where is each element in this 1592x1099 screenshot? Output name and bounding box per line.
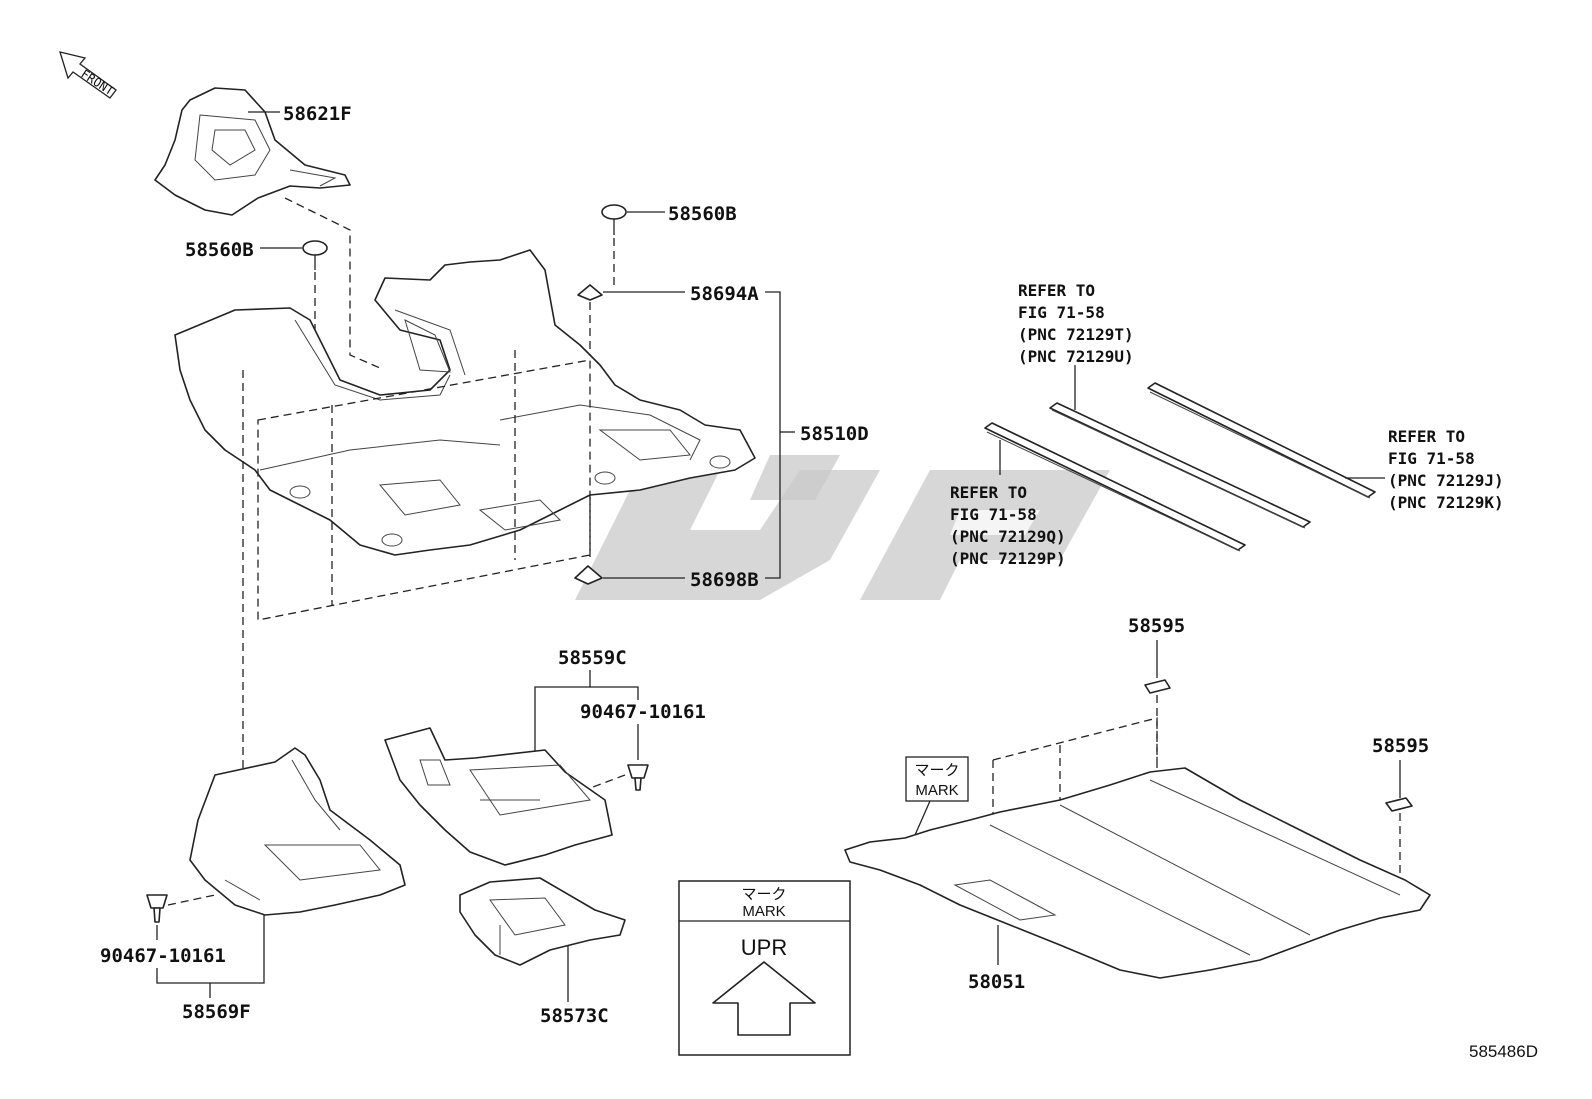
ref-top-text: REFER TO FIG 71-58 (PNC 72129T) (PNC 721… — [1018, 281, 1134, 366]
dash-58621F — [284, 197, 381, 369]
mark-box-upr: UPR — [741, 935, 787, 960]
label-58510D: 58510D — [800, 423, 869, 445]
ref-top-line-4: (PNC 72129U) — [1018, 347, 1134, 366]
pad-58595-right-icon — [1385, 797, 1413, 812]
mark-callout-jp: マーク — [914, 762, 959, 779]
ref-right-line-3: (PNC 72129J) — [1388, 471, 1504, 490]
part-58573C-shape — [459, 877, 626, 966]
label-58051: 58051 — [968, 971, 1025, 993]
dash-rear-box — [992, 717, 1158, 761]
label-58595-right: 58595 — [1372, 735, 1429, 757]
clip-58560B-top-icon — [601, 204, 627, 235]
ref-top-line-3: (PNC 72129T) — [1018, 325, 1134, 344]
leader-58559C — [534, 670, 591, 755]
ref-right-line-2: FIG 71-58 — [1388, 449, 1475, 468]
leader-58559C-fastener — [590, 686, 639, 700]
label-58559C: 58559C — [558, 647, 627, 669]
fastener-90467-right-icon — [627, 764, 649, 791]
mark-box-en: MARK — [742, 903, 785, 920]
label-90467-left: 90467-10161 — [100, 945, 226, 967]
ref-left-line-2: FIG 71-58 — [950, 505, 1037, 524]
front-label: FRONT — [78, 67, 116, 98]
ref-right-line-4: (PNC 72129K) — [1388, 493, 1504, 512]
fastener-90467-left-icon — [146, 894, 168, 923]
front-arrow-icon: FRONT — [59, 51, 117, 99]
ref-left-text: REFER TO FIG 71-58 (PNC 72129Q) (PNC 721… — [950, 483, 1066, 568]
rail-72129Q-P — [984, 422, 1246, 552]
watermark-logo — [575, 455, 1110, 600]
mark-callout: マーク MARK — [905, 756, 969, 836]
label-58595-top: 58595 — [1128, 615, 1185, 637]
dash-90467-left — [167, 894, 216, 906]
ref-left-line-3: (PNC 72129Q) — [950, 527, 1066, 546]
dash-reference-box — [257, 359, 591, 621]
part-58051-shape — [844, 767, 1431, 979]
label-58560B-left: 58560B — [185, 239, 254, 261]
label-58621F: 58621F — [283, 103, 352, 125]
label-58698B: 58698B — [690, 569, 759, 591]
ref-top-line-2: FIG 71-58 — [1018, 303, 1105, 322]
label-58569F: 58569F — [182, 1001, 251, 1023]
part-58510D-shape — [174, 249, 756, 556]
rail-72129T-U — [1049, 402, 1311, 529]
rail-72129J-K — [1147, 382, 1376, 499]
up-arrow-icon — [712, 961, 816, 1036]
clip-58698B-icon — [574, 565, 603, 585]
ref-top-line-1: REFER TO — [1018, 281, 1095, 300]
mark-callout-en: MARK — [915, 782, 958, 799]
label-58560B-top: 58560B — [668, 203, 737, 225]
ref-left-line-4: (PNC 72129P) — [950, 549, 1066, 568]
label-58694A: 58694A — [690, 283, 759, 305]
pad-58595-top-icon — [1144, 679, 1171, 694]
bracket-58694A-58698B — [765, 291, 781, 579]
label-90467-right: 90467-10161 — [580, 701, 706, 723]
diagram-code: 585486D — [1469, 1042, 1538, 1061]
clip-58560B-left-icon — [302, 240, 328, 270]
label-58573C: 58573C — [540, 1005, 609, 1027]
dash-90467-right — [584, 774, 626, 791]
ref-right-line-1: REFER TO — [1388, 427, 1465, 446]
part-58569F-shape — [189, 747, 406, 916]
part-58559C-shape — [384, 727, 613, 866]
mark-box-jp: マーク — [741, 886, 786, 903]
ref-right-text: REFER TO FIG 71-58 (PNC 72129J) (PNC 721… — [1388, 427, 1504, 512]
mark-box: マーク MARK UPR — [678, 880, 851, 1056]
grommet-58694A-icon — [577, 284, 603, 301]
ref-left-line-1: REFER TO — [950, 483, 1027, 502]
